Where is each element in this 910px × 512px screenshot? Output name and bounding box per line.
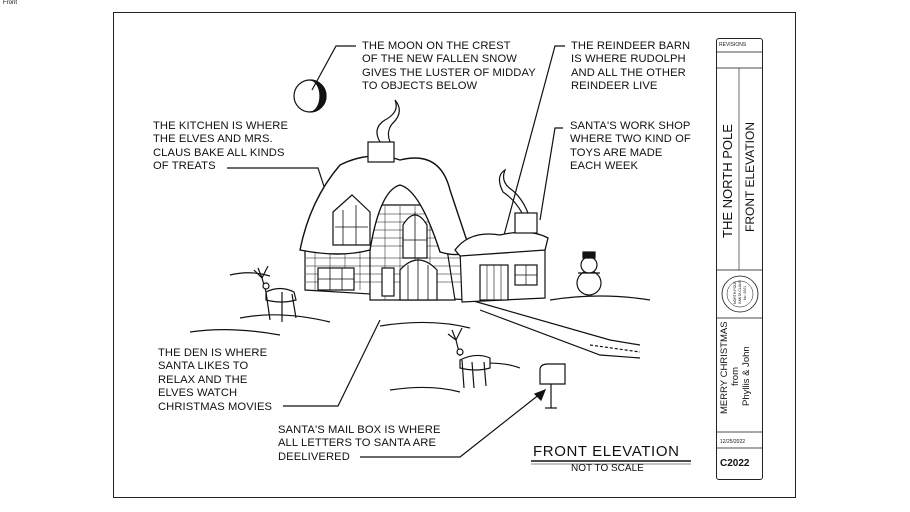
workshop-chimney (514, 212, 538, 234)
front-door (399, 259, 438, 301)
mailbox-icon (539, 363, 566, 409)
issue-date: 12/25/2022 (720, 439, 746, 445)
workshop-smoke (498, 168, 529, 214)
moon-shadow (309, 79, 327, 113)
main-chimney (367, 141, 395, 163)
greeting-text: MERRY CHRISTMAS (719, 321, 730, 414)
title-block (716, 38, 763, 480)
side-window (381, 267, 395, 297)
names-text: Phyllis & John (741, 346, 752, 406)
reindeer-left-icon (253, 265, 297, 322)
drawing-scale-note: NOT TO SCALE (571, 463, 644, 474)
seal-text-3: No. 0001 (743, 285, 747, 300)
window-corner-label: Front (3, 0, 18, 6)
professional-seal (721, 275, 759, 313)
drawing-sheet-border (113, 12, 796, 498)
seal-text: NORTH POLE (733, 281, 737, 304)
road-dash (589, 344, 641, 353)
revisions-label: REVISIONS (719, 42, 747, 48)
leader-workshop (539, 127, 563, 221)
leader-den (283, 319, 381, 407)
leader-moon (311, 45, 356, 91)
chimney-smoke (376, 99, 400, 143)
sheet-title: FRONT ELEVATION (743, 121, 757, 232)
seal-text-2: SANTA CLAUS (738, 280, 742, 304)
snowman-icon (576, 251, 602, 296)
reindeer-front-icon (447, 327, 491, 389)
leader-barn (499, 45, 565, 251)
leader-arrowhead (533, 388, 547, 402)
sheet-number: C2022 (720, 458, 750, 469)
from-text: from (730, 367, 741, 386)
kitchen-window (332, 194, 371, 246)
leader-mailbox (360, 389, 546, 458)
workshop-snow-roof (454, 231, 549, 257)
drawing-title: FRONT ELEVATION (533, 443, 680, 460)
road (469, 299, 641, 359)
project-name: THE NORTH POLE (720, 124, 735, 238)
